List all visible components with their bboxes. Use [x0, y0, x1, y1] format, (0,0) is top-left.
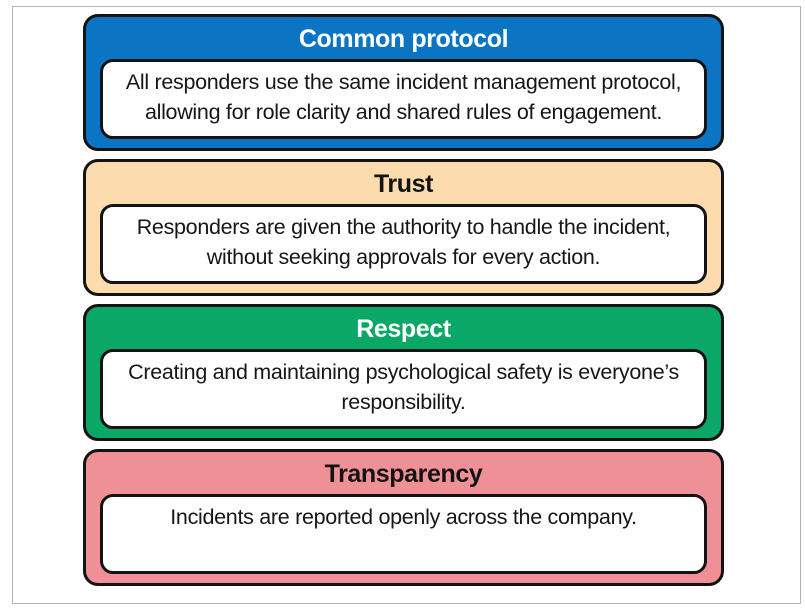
card-title-trust: Trust [373, 170, 434, 198]
card-body-box-trust: Responders are given the authority to ha… [100, 204, 707, 284]
card-common-protocol: Common protocol All responders use the s… [83, 14, 724, 151]
card-transparency: Transparency Incidents are reported open… [83, 449, 724, 586]
card-title-respect: Respect [356, 315, 451, 343]
card-body-text-common-protocol: All responders use the same incident man… [125, 70, 682, 124]
card-body-box-transparency: Incidents are reported openly across the… [100, 494, 707, 574]
card-body-box-respect: Creating and maintaining psychological s… [100, 349, 707, 429]
card-body-box-common-protocol: All responders use the same incident man… [100, 59, 707, 139]
card-title-transparency: Transparency [324, 460, 483, 488]
card-title-common-protocol: Common protocol [298, 25, 509, 53]
card-body-text-transparency: Incidents are reported openly across the… [170, 505, 637, 529]
card-body-text-respect: Creating and maintaining psychological s… [128, 360, 679, 414]
incident-culture-diagram: Common protocol All responders use the s… [83, 14, 724, 594]
card-body-text-trust: Responders are given the authority to ha… [136, 215, 671, 269]
card-trust: Trust Responders are given the authority… [83, 159, 724, 296]
card-respect: Respect Creating and maintaining psychol… [83, 304, 724, 441]
